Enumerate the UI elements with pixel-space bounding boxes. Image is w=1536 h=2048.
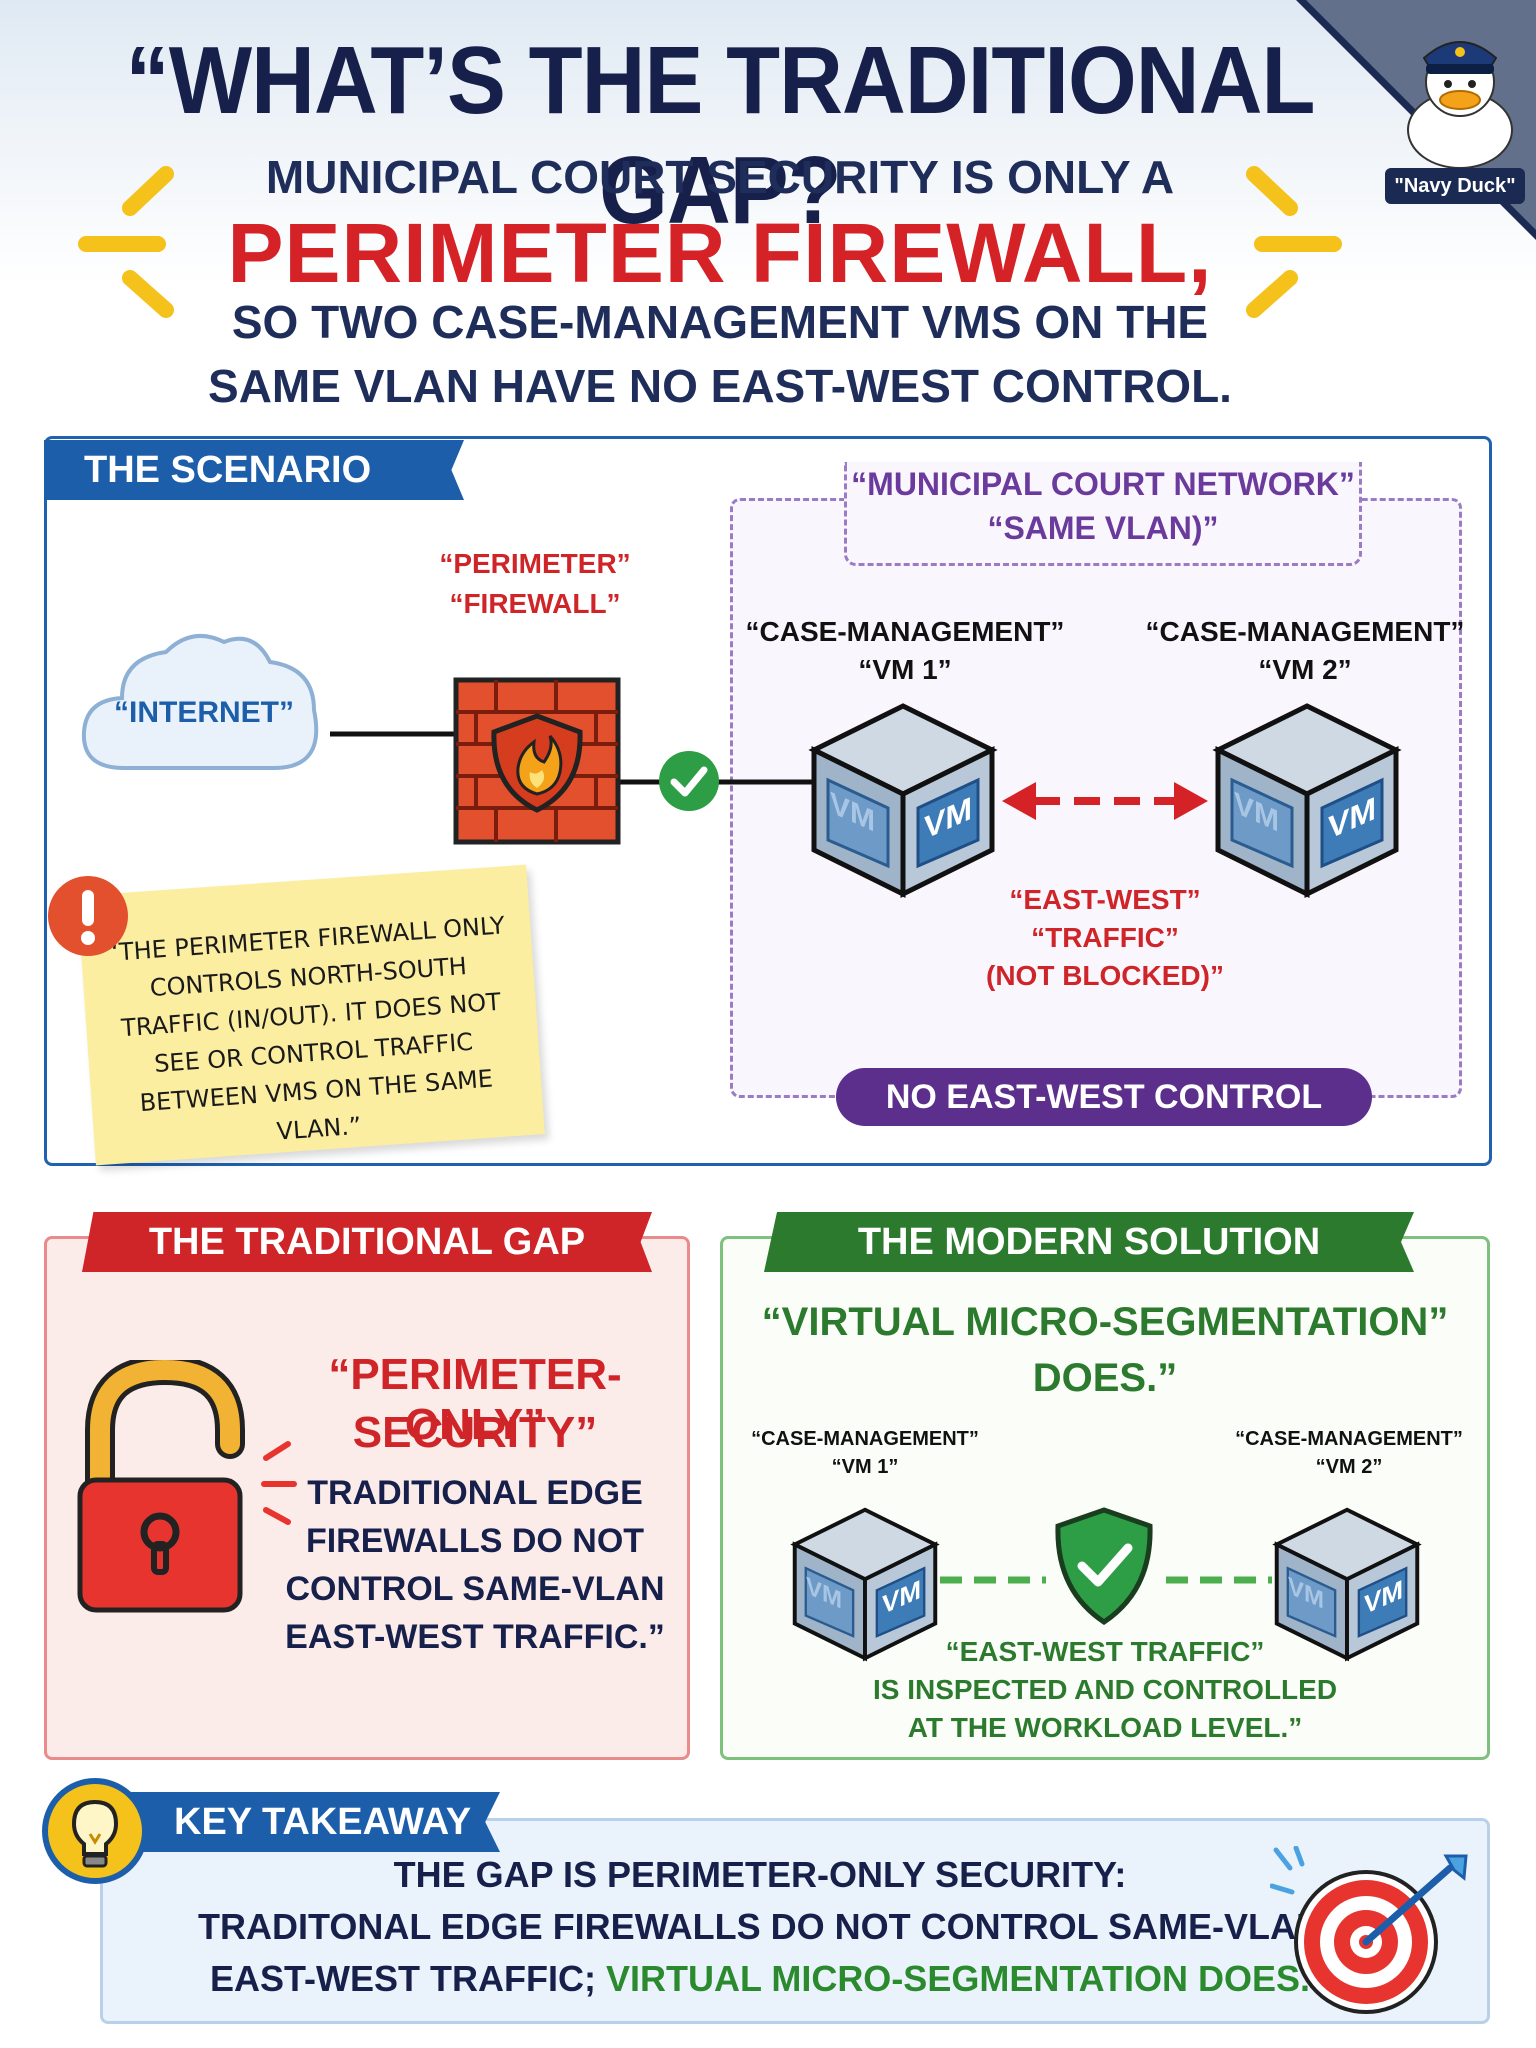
firewall-label-1: “PERIMETER” bbox=[439, 548, 631, 579]
takeaway-line-3: EAST-WEST TRAFFIC; VIRTUAL MICRO-SEGMENT… bbox=[140, 1958, 1380, 2000]
modern-vm2-label-2: “VM 2” bbox=[1315, 1456, 1383, 1478]
modern-solution-ribbon: THE MODERN SOLUTION bbox=[764, 1212, 1414, 1272]
key-takeaway-ribbon: KEY TAKEAWAY bbox=[130, 1792, 500, 1852]
unlocked-padlock-icon bbox=[77, 1360, 297, 1613]
subtitle-highlight: PERIMETER FIREWALL, bbox=[227, 206, 1213, 300]
note-text: “THE PERIMETER FIREWALL ONLY CONTROLS NO… bbox=[105, 911, 506, 1146]
takeaway-line-3-green: VIRTUAL MICRO-SEGMENTATION DOES. bbox=[605, 1958, 1310, 1999]
scenario-ribbon: THE SCENARIO bbox=[44, 440, 464, 500]
shield-check-icon bbox=[1055, 1507, 1153, 1626]
ew-label-2: “TRAFFIC” bbox=[1031, 922, 1179, 953]
exclamation-icon bbox=[48, 876, 128, 956]
vm1-label-1: “CASE-MANAGEMENT” bbox=[745, 616, 1065, 647]
subtitle-lines: SO TWO CASE-MANAGEMENT VMS ON THE SAME V… bbox=[140, 290, 1300, 418]
firewall-icon bbox=[453, 677, 621, 845]
traditional-gap-ribbon: THE TRADITIONAL GAP bbox=[82, 1212, 652, 1272]
lightbulb-icon bbox=[42, 1778, 148, 1884]
modern-caption-3: AT THE WORKLOAD LEVEL.” bbox=[907, 1712, 1303, 1743]
network-label-box bbox=[844, 462, 1362, 566]
modern-vm2-label-1: “CASE-MANAGEMENT” bbox=[1235, 1428, 1463, 1450]
target-icon bbox=[1270, 1846, 1468, 2014]
vm1-label-2: “VM 1” bbox=[858, 654, 952, 685]
modern-vm1-cube-icon bbox=[790, 1507, 940, 1662]
modern-solution-panel bbox=[720, 1236, 1490, 1760]
subtitle-line-3: SO TWO CASE-MANAGEMENT VMS ON THE bbox=[231, 296, 1209, 348]
takeaway-line-3-dark: EAST-WEST TRAFFIC; bbox=[210, 1958, 596, 1999]
firewall-label-2: “FIREWALL” bbox=[449, 588, 621, 619]
vm1-cube-icon bbox=[808, 703, 998, 899]
duck-label: "Navy Duck" bbox=[1385, 168, 1525, 204]
vm2-label-2: “VM 2” bbox=[1258, 654, 1352, 685]
ew-label-1: “EAST-WEST” bbox=[1009, 884, 1201, 915]
takeaway-line-1: THE GAP IS PERIMETER-ONLY SECURITY: bbox=[393, 1854, 1127, 1895]
sparkle-right-icon bbox=[1246, 166, 1342, 318]
check-circle-icon bbox=[659, 751, 719, 811]
gap-body-2: FIREWALLS DO NOT bbox=[305, 1522, 645, 1560]
ew-label-3: (NOT BLOCKED)” bbox=[986, 960, 1224, 991]
east-west-arrow-icon bbox=[1002, 782, 1208, 820]
takeaway-line-2: TRADITONAL EDGE FIREWALLS DO NOT CONTROL… bbox=[198, 1906, 1322, 1947]
gap-body-3: CONTROL SAME-VLAN bbox=[285, 1570, 665, 1608]
page-title: “WHAT’S THE TRADITIONAL GAP? bbox=[125, 27, 1315, 244]
modern-vm1-label-1: “CASE-MANAGEMENT” bbox=[751, 1428, 979, 1450]
modern-heading-2: DOES.” bbox=[1032, 1356, 1178, 1400]
modern-caption-2: IS INSPECTED AND CONTROLLED bbox=[872, 1674, 1338, 1705]
network-links bbox=[330, 731, 820, 785]
modern-caption-1: “EAST-WEST TRAFFIC” bbox=[945, 1636, 1265, 1667]
network-label-2: “SAME VLAN)” bbox=[987, 510, 1219, 546]
vm2-cube-icon bbox=[1212, 703, 1402, 899]
sparkle-left-icon bbox=[78, 166, 174, 318]
internet-label: “INTERNET” bbox=[114, 696, 294, 729]
warning-note: “THE PERIMETER FIREWALL ONLY CONTROLS NO… bbox=[77, 864, 545, 1166]
modern-vm2-cube-icon bbox=[1272, 1507, 1422, 1662]
network-label-1: “MUNICIPAL COURT NETWORK” bbox=[851, 466, 1355, 502]
subtitle-line-4: SAME VLAN HAVE NO EAST-WEST CONTROL. bbox=[208, 360, 1232, 412]
cloud-icon bbox=[81, 634, 319, 770]
modern-vm1-label-2: “VM 1” bbox=[831, 1456, 899, 1478]
key-takeaway-panel bbox=[100, 1818, 1490, 2024]
no-east-west-badge: NO EAST-WEST CONTROL bbox=[836, 1068, 1372, 1126]
modern-heading-1: “VIRTUAL MICRO-SEGMENTATION” bbox=[761, 1300, 1449, 1344]
vm2-label-1: “CASE-MANAGEMENT” bbox=[1145, 616, 1465, 647]
gap-body-1: TRADITIONAL EDGE bbox=[307, 1474, 643, 1512]
gap-body-4: EAST-WEST TRAFFIC.” bbox=[285, 1618, 665, 1656]
micro-segmentation-link bbox=[940, 1576, 1272, 1584]
subtitle-line-1: MUNICIPAL COURT SECURITY IS ONLY A bbox=[265, 151, 1175, 203]
gap-heading-1: “PERIMETER-ONLY” bbox=[328, 1350, 622, 1449]
gap-heading-2: SECURITY” bbox=[352, 1408, 598, 1457]
navy-duck-icon bbox=[1407, 41, 1513, 169]
